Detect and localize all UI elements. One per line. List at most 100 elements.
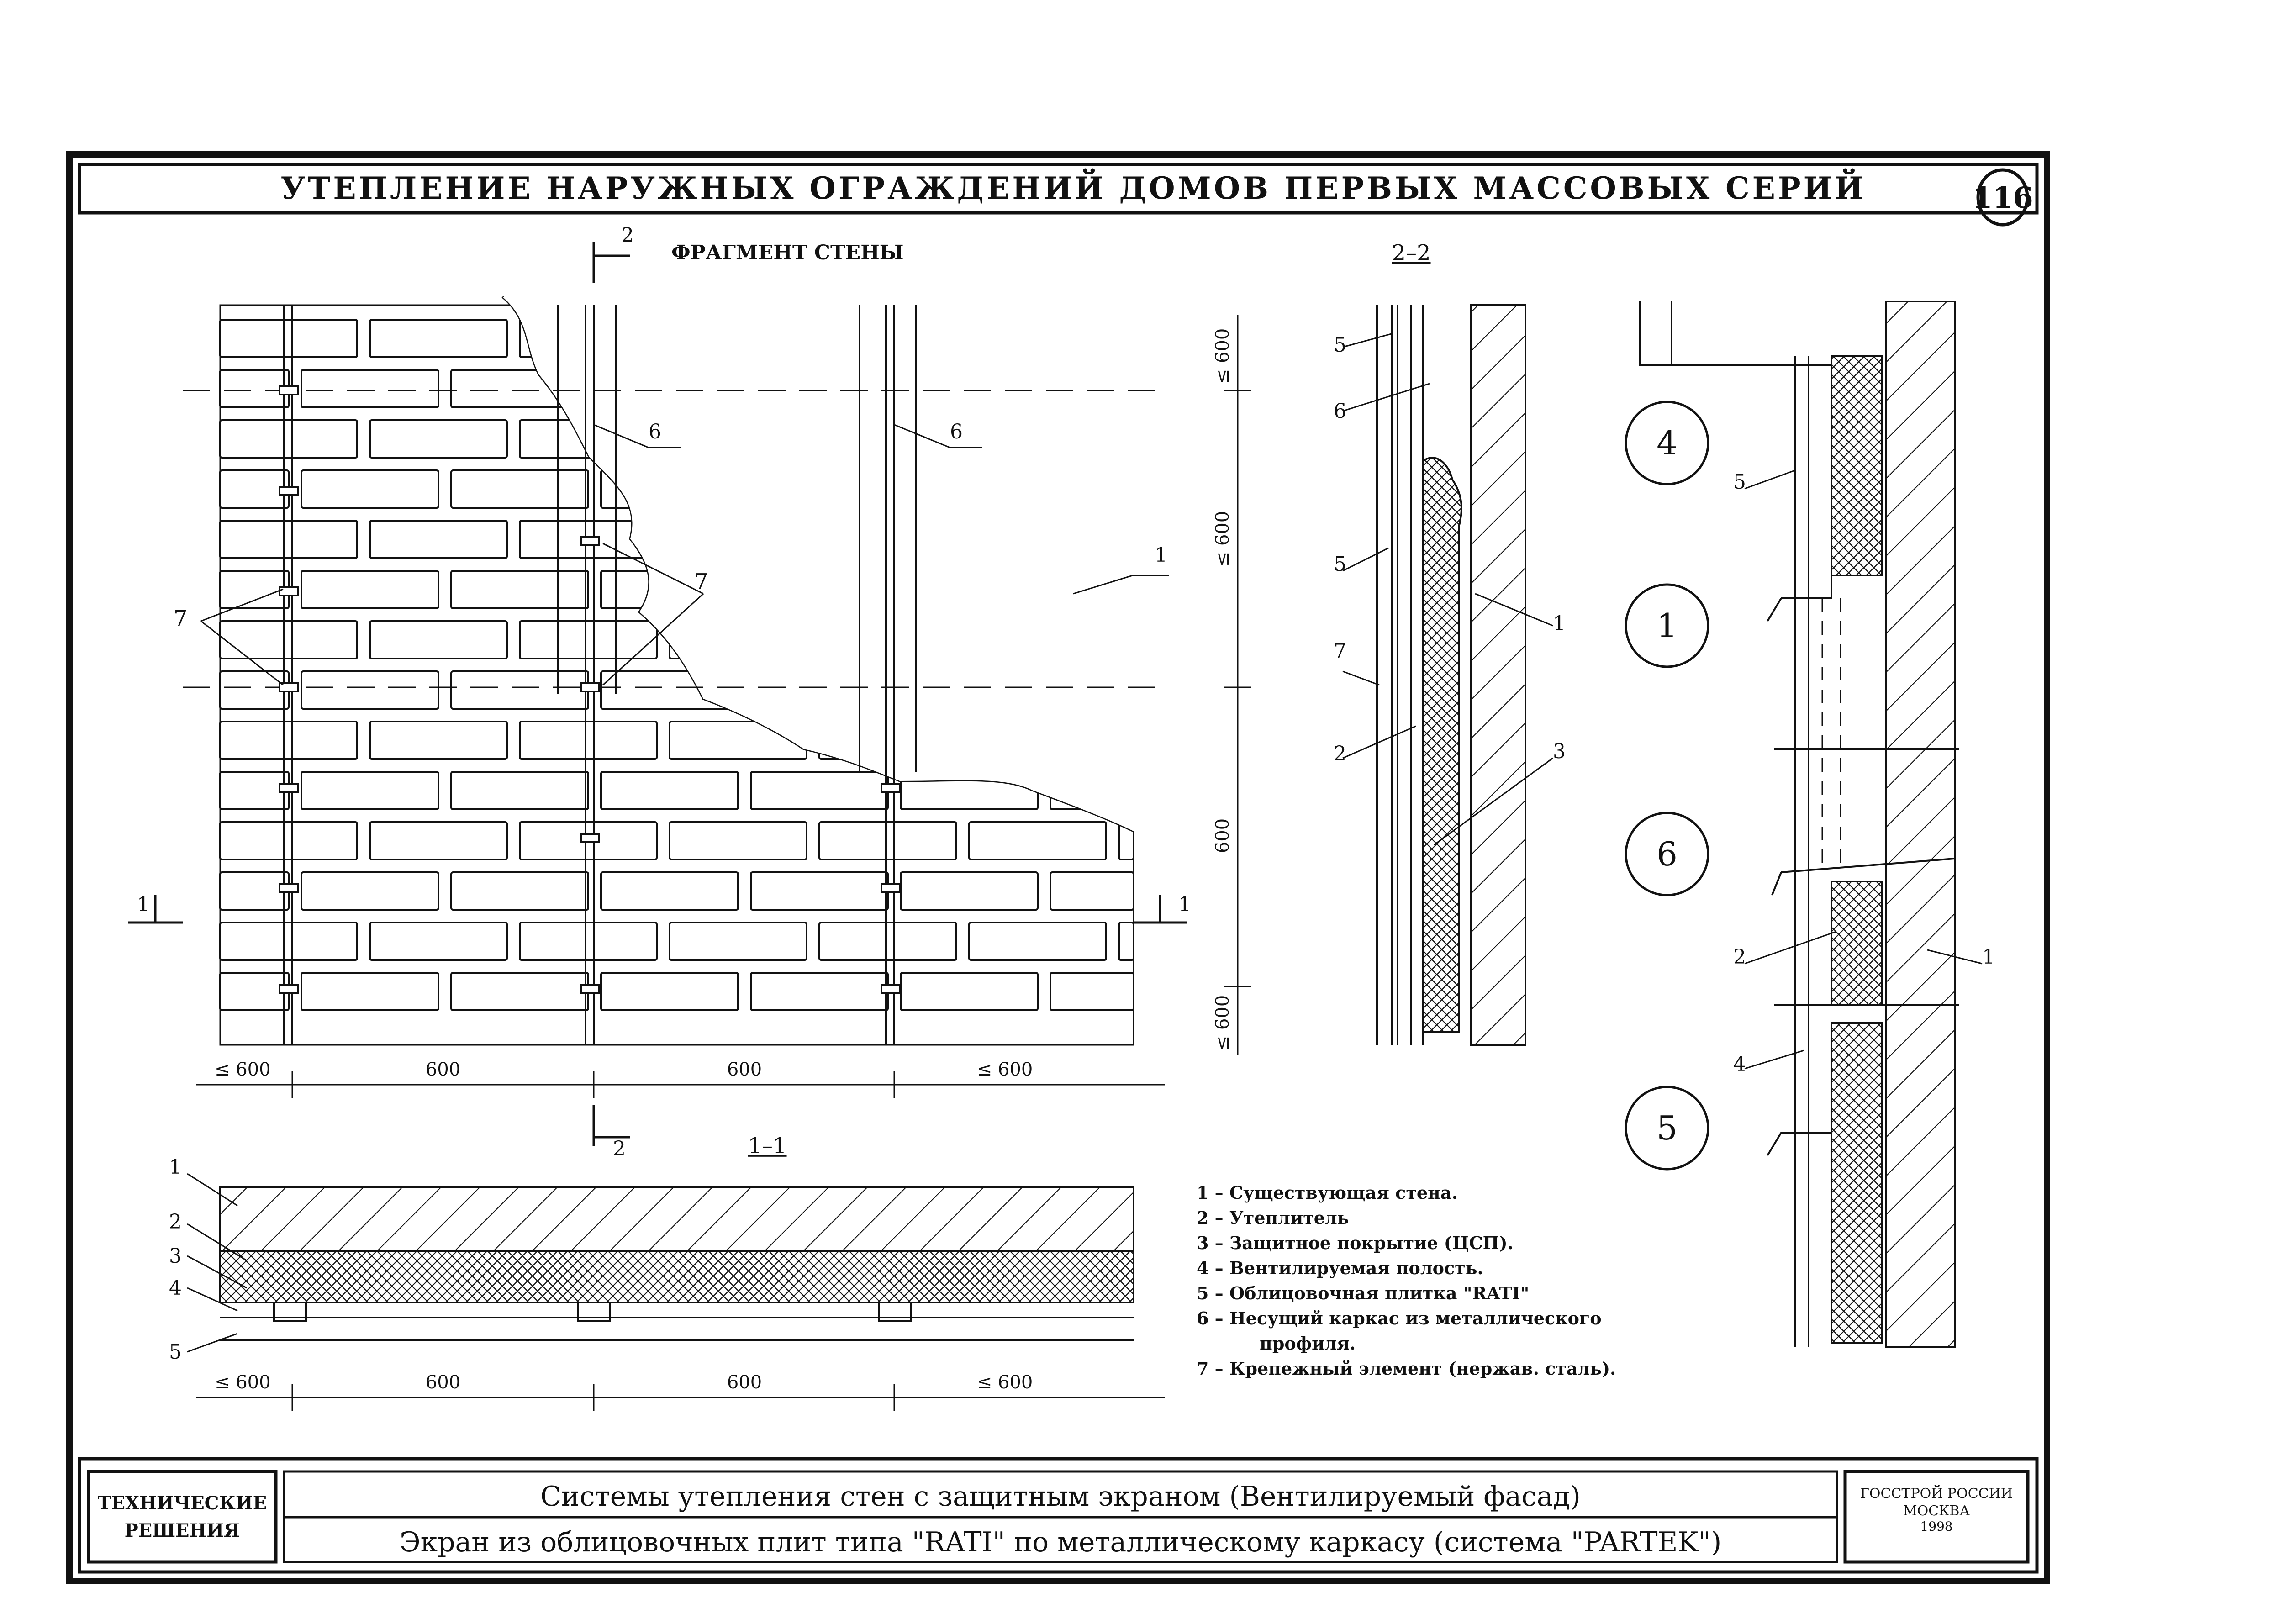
facade-tile: [369, 419, 508, 459]
facade-tile: [450, 469, 589, 509]
dim-v-1: ≤ 600: [1212, 328, 1233, 385]
facade-tile: [818, 821, 957, 860]
legend-line-5: 5 – Облицовочная плитка "RATI": [1197, 1283, 1529, 1303]
facade-tile: [219, 871, 290, 911]
s22-callout-3: 3: [1553, 740, 1566, 763]
facade-tile: [219, 670, 290, 710]
facade-tile: [1050, 972, 1134, 1011]
facade-tile: [600, 871, 739, 911]
legend-line-2: 2 – Утеплитель: [1197, 1207, 1349, 1228]
facade-tile: [669, 922, 807, 961]
facade-tile: [369, 319, 508, 358]
facade-tile: [1050, 871, 1134, 911]
dim-v-4: ≤ 600: [1212, 995, 1233, 1051]
dim-h-2: 600: [426, 1059, 460, 1080]
s11-dim-3: 600: [727, 1372, 762, 1393]
facade-tile: [219, 570, 290, 609]
facade-tile: [900, 871, 1039, 911]
s22-callout-1: 1: [1553, 612, 1566, 635]
callout-6a: 6: [649, 420, 661, 443]
detail-circle-1: 1: [1656, 606, 1678, 645]
facade-tile: [600, 972, 739, 1011]
facade-tile: [369, 520, 508, 559]
detail-callout-5: 5: [1733, 470, 1746, 494]
stamp-line-2: РЕШЕНИЯ: [125, 1520, 240, 1541]
callout-1: 1: [1155, 543, 1167, 567]
s22-callout-6: 6: [1334, 400, 1346, 423]
facade-tile: [301, 570, 439, 609]
facade-tile: [750, 871, 889, 911]
facade-tile: [519, 922, 658, 961]
callout-7b: 7: [694, 569, 708, 595]
sheet-number: 116: [1972, 181, 2033, 215]
facade-tile: [968, 821, 1107, 860]
detail-circle-6: 6: [1656, 835, 1678, 873]
facade-tile: [818, 922, 957, 961]
facade-tile: [369, 721, 508, 760]
s11-callout-2: 2: [169, 1210, 182, 1234]
legend-line-6: 6 – Несущий каркас из металлического: [1197, 1308, 1602, 1329]
facade-tile: [301, 469, 439, 509]
dim-h-3: 600: [727, 1059, 762, 1080]
section-2-2: 2–2 5 6 5 7 2 1 3: [1334, 240, 1566, 1046]
facade-tile: [301, 771, 439, 810]
facade-tile: [219, 721, 358, 760]
detail-circle-4: 4: [1656, 424, 1678, 462]
facade-tile: [450, 771, 589, 810]
org-line-2: МОСКВА: [1903, 1503, 1970, 1519]
facade-tile: [750, 771, 889, 810]
section-11-title: 1–1: [748, 1133, 786, 1159]
facade-tile: [219, 821, 358, 860]
legend-line-4: 4 – Вентилируемая полость.: [1197, 1258, 1483, 1278]
facade-tile: [369, 821, 508, 860]
dim-v-3: 600: [1212, 818, 1233, 853]
s11-callout-4: 4: [169, 1276, 182, 1300]
sheet-frame: [66, 151, 2050, 1584]
org-line-1: ГОССТРОЙ РОССИИ: [1860, 1485, 2013, 1502]
facade-tile: [750, 972, 889, 1011]
facade-tile: [450, 871, 589, 911]
s22-callout-7: 7: [1334, 639, 1346, 663]
callout-6b: 6: [950, 420, 963, 443]
facade-tile: [219, 922, 358, 961]
fragment-title: ФРАГМЕНТ СТЕНЫ: [671, 241, 904, 264]
facade-tile: [219, 469, 290, 509]
legend-line-8: 7 – Крепежный элемент (нержав. сталь).: [1197, 1358, 1616, 1379]
stamp-line-1: ТЕХНИЧЕСКИЕ: [98, 1492, 267, 1514]
side-mark-left: 1: [137, 893, 150, 916]
section-1-1: 1–1 1 2 3 4 5 ≤ 600 600 600: [169, 1133, 1165, 1411]
facade-tile: [968, 922, 1107, 961]
facade-tile: [219, 369, 290, 408]
s11-dim-2: 600: [426, 1372, 460, 1393]
footer-line-1: Системы утепления стен с защитным экрано…: [540, 1481, 1581, 1513]
facade-tile: [669, 821, 807, 860]
facade-tile: [600, 771, 739, 810]
facade-tile: [369, 620, 508, 659]
facade-tile: [1118, 922, 1134, 961]
dim-v-2: ≤ 600: [1212, 511, 1233, 567]
cutaway-line: [501, 296, 1134, 833]
callout-7a: 7: [174, 606, 188, 631]
s11-callout-3: 3: [169, 1244, 182, 1268]
facade-tile: [900, 972, 1039, 1011]
facade-tile: [519, 721, 658, 760]
wall-fragment: ФРАГМЕНТ СТЕНЫ: [128, 224, 1251, 1160]
facade-tile: [219, 419, 358, 459]
detail-callout-1: 1: [1982, 945, 1995, 969]
sheet-title: УТЕПЛЕНИЕ НАРУЖНЫХ ОГРАЖДЕНИЙ ДОМОВ ПЕРВ…: [281, 169, 1866, 206]
facade-tile: [219, 620, 358, 659]
side-mark-right: 1: [1178, 893, 1191, 916]
facade-tile: [219, 771, 290, 810]
s22-callout-2: 2: [1334, 742, 1346, 765]
footer-line-2: Экран из облицовочных плит типа "RATI" п…: [400, 1526, 1722, 1558]
dim-h-1: ≤ 600: [215, 1059, 271, 1080]
s22-callout-5b: 5: [1334, 553, 1346, 576]
org-line-3: 1998: [1920, 1519, 1952, 1534]
sheet-number-badge: 116: [1972, 168, 2033, 227]
facade-tile: [301, 369, 439, 408]
section-22-title: 2–2: [1392, 240, 1430, 266]
legend-line-7: профиля.: [1260, 1333, 1356, 1354]
s11-dim-4: ≤ 600: [977, 1372, 1033, 1393]
title-block: ТЕХНИЧЕСКИЕ РЕШЕНИЯ Системы утепления ст…: [87, 1470, 2030, 1564]
